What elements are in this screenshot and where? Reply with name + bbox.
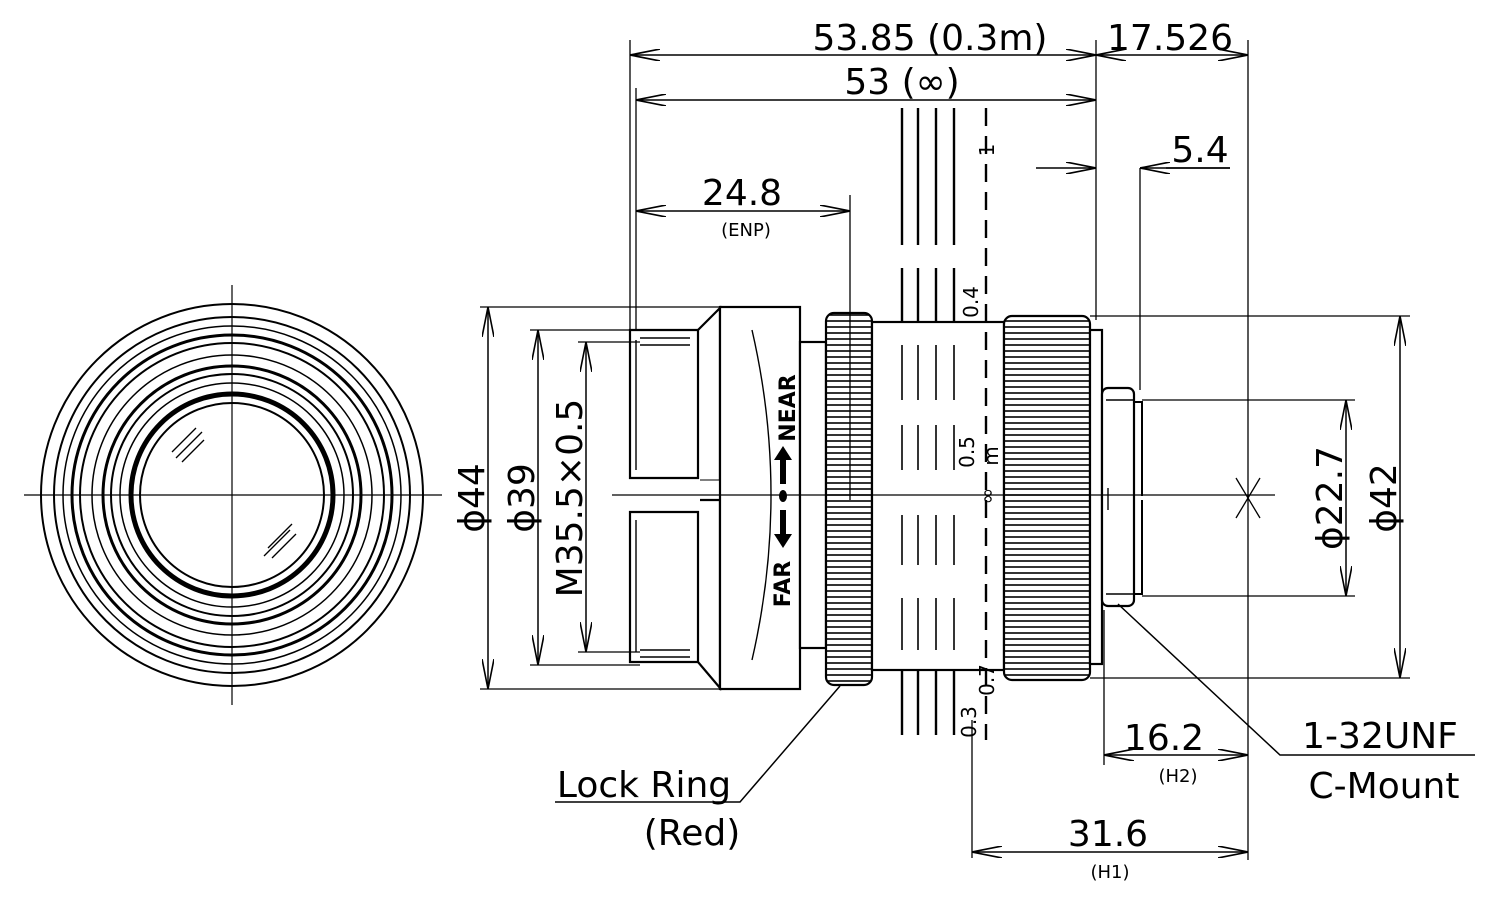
- dimension-lines: [488, 55, 1475, 852]
- focus-far-label: FAR: [771, 561, 796, 608]
- scale-mark-0-5: 0.5: [955, 436, 979, 468]
- callout-lock-ring-color: (Red): [644, 813, 741, 854]
- dim-dia-mount: ϕ22.7: [1310, 446, 1351, 550]
- lock-ring[interactable]: [824, 311, 874, 687]
- dim-mount-depth: 5.4: [1171, 130, 1228, 171]
- scale-mark-1: 1: [975, 144, 999, 157]
- focus-index-dot: [779, 490, 787, 502]
- rear-knurl-ring: [1002, 314, 1092, 682]
- dim-h2: 16.2: [1124, 718, 1204, 759]
- dim-flange-back: 17.526: [1107, 18, 1233, 59]
- dim-h2-note: (H2): [1158, 766, 1197, 787]
- callout-mount-type: C-Mount: [1309, 766, 1460, 807]
- callout-lock-ring: Lock Ring: [557, 765, 731, 806]
- lock-ring-leader: [555, 685, 841, 803]
- dim-dia-rear: ϕ42: [1364, 463, 1405, 533]
- dim-thread: M35.5×0.5: [550, 399, 591, 598]
- dim-dia-front: ϕ44: [452, 463, 493, 533]
- extension-lines: [480, 40, 1410, 860]
- dim-h1: 31.6: [1068, 814, 1148, 855]
- dim-enp-note: (ENP): [721, 220, 771, 241]
- dim-total-near: 53.85 (0.3m): [813, 18, 1048, 59]
- callout-mount-thread: 1-32UNF: [1302, 716, 1458, 757]
- scale-mark-0-3: 0.3: [957, 706, 981, 738]
- scale-mark-0-4: 0.4: [959, 286, 983, 318]
- labels: 53.85 (0.3m) 17.526 53 (∞) 24.8 (ENP) 5.…: [452, 18, 1459, 883]
- side-view: [628, 305, 1143, 692]
- dim-total-inf: 53 (∞): [844, 62, 959, 103]
- dim-dia-39: ϕ39: [502, 463, 543, 533]
- focus-ring[interactable]: [718, 305, 802, 691]
- dim-h1-note: (H1): [1090, 862, 1129, 883]
- focus-scale-lines: [900, 108, 988, 858]
- focus-near-label: NEAR: [776, 374, 801, 441]
- front-view: [24, 285, 442, 705]
- dim-enp: 24.8: [702, 173, 782, 214]
- near-arrow-icon: [774, 446, 792, 484]
- c-mount-leader: [1117, 603, 1475, 756]
- scale-mark-m: m: [979, 446, 1003, 465]
- scale-mark-inf: ∞: [975, 488, 999, 505]
- c-mount-flange: [1100, 386, 1136, 608]
- far-arrow-icon: [774, 510, 792, 548]
- scale-mark-0-7: 0.7: [975, 664, 999, 696]
